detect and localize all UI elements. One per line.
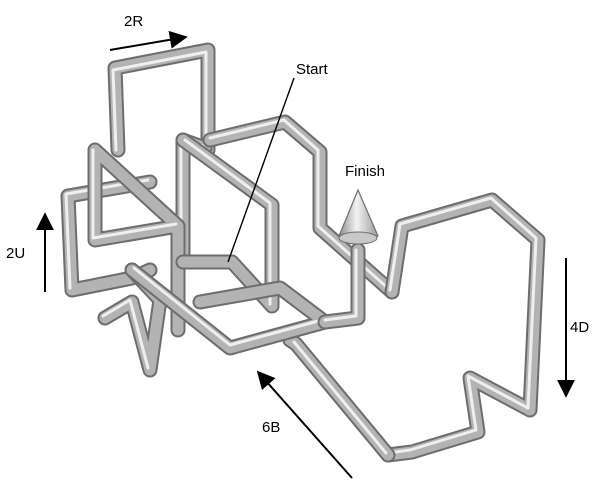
right-move-label: 2R [124,13,143,30]
start-label: Start [296,61,329,78]
tube-segment-back-diagonal [290,340,388,455]
tube-segment-finish-stem [325,250,358,322]
up-move-label: 2U [6,245,25,262]
tube-segment-start-box [183,140,272,306]
finish-cone [339,190,378,244]
finish-label: Finish [345,163,385,180]
down-move-label: 4D [570,319,589,336]
back-move-label: 6B [262,419,280,436]
tube-segment-top-loop [113,50,208,150]
start-leader-line [228,78,294,262]
tube-path [66,50,538,455]
tube-segment-right-loop [388,198,538,455]
right-arrow [110,37,186,50]
